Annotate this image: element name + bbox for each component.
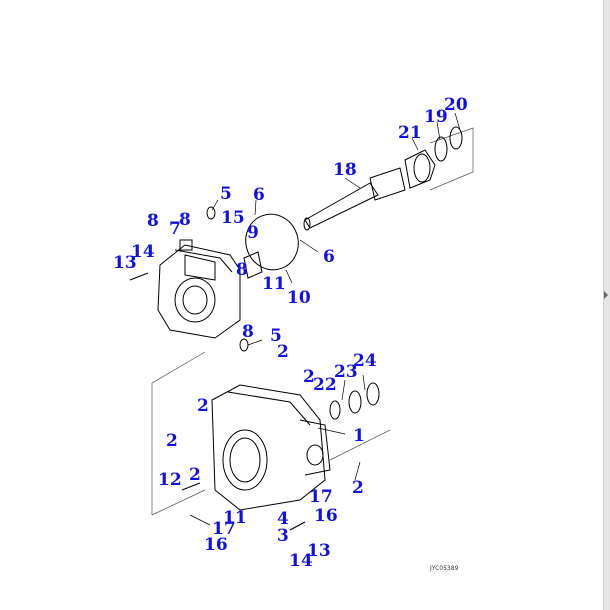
- callout-2: 2: [277, 342, 289, 362]
- callout-2: 2: [166, 431, 178, 451]
- bolt: [289, 521, 306, 531]
- callout-15: 15: [221, 208, 245, 228]
- callout-8: 8: [242, 322, 254, 342]
- drawing-code: JYC05389: [430, 565, 459, 572]
- callout-21: 21: [398, 123, 422, 143]
- callout-14: 14: [131, 242, 155, 262]
- callout-5: 5: [220, 184, 232, 204]
- ring: [348, 390, 362, 414]
- callout-24: 24: [353, 351, 377, 371]
- callout-2: 2: [303, 367, 315, 387]
- callout-19: 19: [424, 107, 448, 127]
- callout-2: 2: [189, 465, 201, 485]
- callout-6: 6: [253, 185, 265, 205]
- callout-2: 2: [352, 478, 364, 498]
- callout-20: 20: [444, 95, 468, 115]
- callout-8: 8: [147, 211, 159, 231]
- seal: [329, 400, 341, 420]
- callout-8: 8: [179, 210, 191, 230]
- callout-13: 13: [113, 253, 137, 273]
- callout-7: 7: [169, 219, 181, 239]
- callout-2: 2: [197, 396, 209, 416]
- callout-23: 23: [334, 362, 358, 382]
- guide-lines: [151, 127, 474, 516]
- callout-16: 16: [314, 506, 338, 526]
- callout-5: 5: [270, 326, 282, 346]
- shaft: [303, 126, 463, 231]
- callout-10: 10: [287, 288, 311, 308]
- lower-housing: [211, 384, 331, 511]
- callout-3: 3: [277, 526, 289, 546]
- callout-12: 12: [158, 470, 182, 490]
- bolt: [181, 482, 201, 491]
- callout-18: 18: [333, 160, 357, 180]
- callout-17: 17: [212, 519, 236, 539]
- callout-4: 4: [277, 509, 289, 529]
- callout-9: 9: [247, 223, 259, 243]
- snap-ring: [366, 382, 380, 406]
- bushing: [243, 251, 263, 279]
- callout-8: 8: [236, 260, 248, 280]
- callout-14: 14: [289, 551, 313, 571]
- callout-17: 17: [309, 487, 333, 507]
- scroll-right-arrow-icon[interactable]: [604, 291, 608, 299]
- callout-11: 11: [223, 508, 247, 528]
- vertical-scrollbar[interactable]: [603, 0, 610, 610]
- leader-lines: [189, 112, 461, 526]
- eye-bolt: [206, 206, 216, 220]
- callout-22: 22: [313, 375, 337, 395]
- callout-13: 13: [307, 541, 331, 561]
- callout-6: 6: [323, 247, 335, 267]
- callout-16: 16: [204, 535, 228, 555]
- o-ring: [245, 213, 299, 271]
- upper-housing: [157, 239, 241, 339]
- callout-1: 1: [353, 426, 365, 446]
- bolt: [129, 272, 149, 281]
- callout-11: 11: [262, 274, 286, 294]
